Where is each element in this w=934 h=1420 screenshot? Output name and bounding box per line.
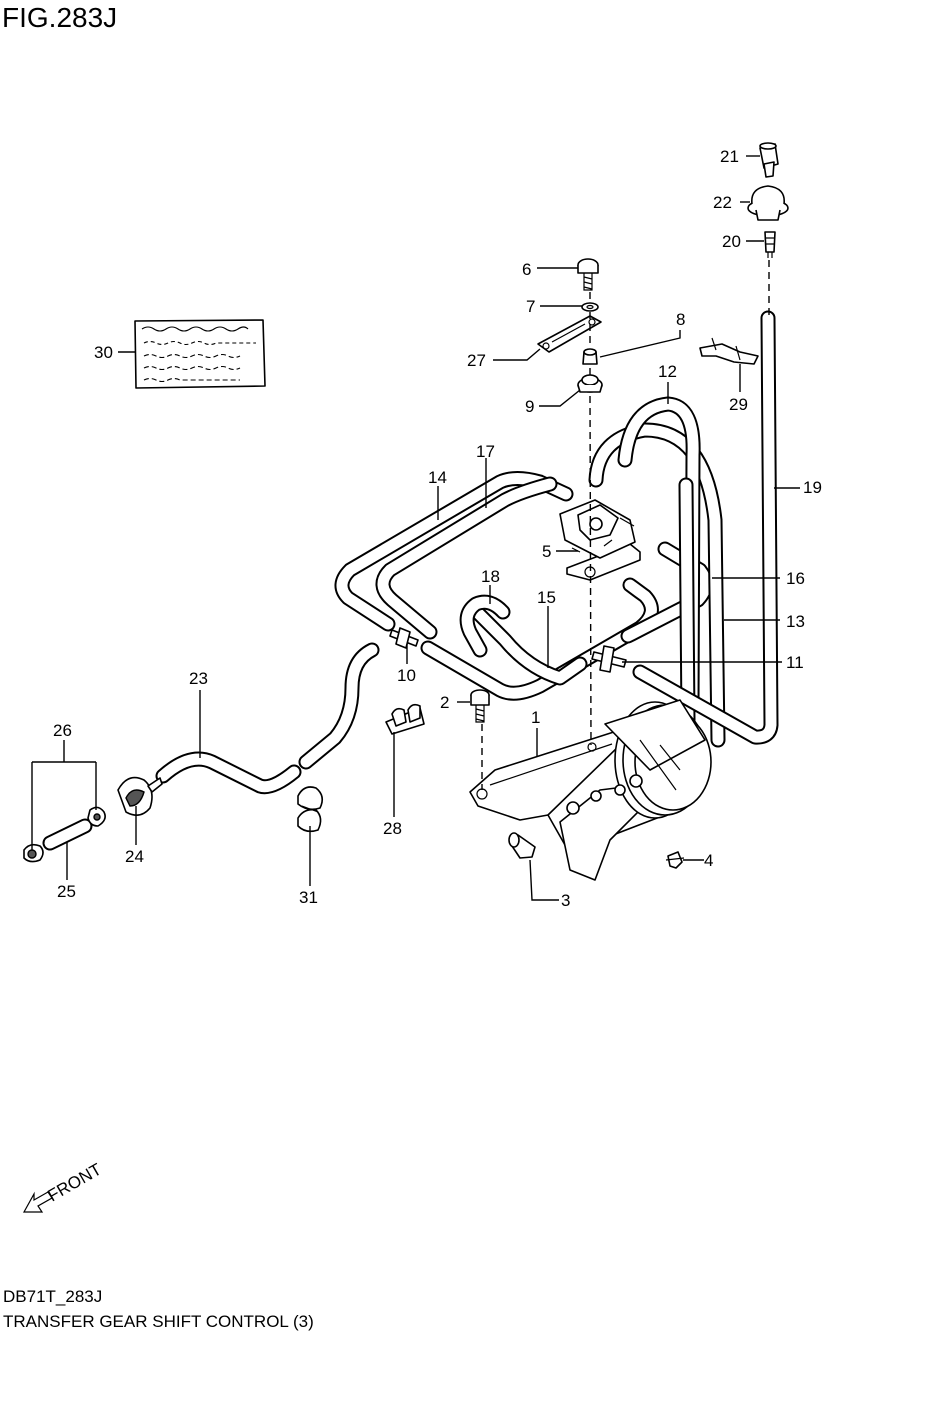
hose-14[interactable] xyxy=(334,471,574,632)
callout-16[interactable]: 16 xyxy=(786,569,805,588)
washer-7[interactable] xyxy=(581,302,599,312)
callout-18[interactable]: 18 xyxy=(481,567,500,586)
collar-8[interactable] xyxy=(582,348,598,365)
leader-lines xyxy=(31,155,800,901)
callout-26[interactable]: 26 xyxy=(53,721,72,740)
clamp-28[interactable] xyxy=(385,703,425,735)
front-indicator: FRONT xyxy=(22,1160,105,1213)
part-20[interactable] xyxy=(764,231,776,258)
callout-30[interactable]: 30 xyxy=(94,343,113,362)
figure-footer: DB71T_283J TRANSFER GEAR SHIFT CONTROL (… xyxy=(3,1284,314,1334)
plug-3[interactable] xyxy=(508,832,536,859)
bolt-6[interactable] xyxy=(577,258,599,291)
hose-23[interactable] xyxy=(155,642,380,795)
joint-11[interactable] xyxy=(591,645,627,673)
grommet-9[interactable] xyxy=(577,374,603,393)
callout-3[interactable]: 3 xyxy=(561,891,570,910)
callout-9[interactable]: 9 xyxy=(525,397,534,416)
hose-17[interactable] xyxy=(375,476,558,640)
part-21[interactable] xyxy=(759,142,779,178)
callout-29[interactable]: 29 xyxy=(729,395,748,414)
hose-19[interactable] xyxy=(632,310,779,745)
clamp-24[interactable] xyxy=(117,776,163,816)
callout-4[interactable]: 4 xyxy=(704,851,713,870)
actuator-1[interactable] xyxy=(469,699,712,881)
callout-15[interactable]: 15 xyxy=(537,588,556,607)
callout-25[interactable]: 25 xyxy=(57,882,76,901)
callout-6[interactable]: 6 xyxy=(522,260,531,279)
callout-23[interactable]: 23 xyxy=(189,669,208,688)
clamp-29[interactable] xyxy=(699,337,759,365)
clamp-31[interactable] xyxy=(297,786,324,833)
callout-10[interactable]: 10 xyxy=(397,666,416,685)
callout-14[interactable]: 14 xyxy=(428,468,447,487)
hose-18[interactable] xyxy=(459,594,511,658)
hose-25[interactable] xyxy=(42,818,93,851)
callout-13[interactable]: 13 xyxy=(786,612,805,631)
callout-7[interactable]: 7 xyxy=(526,297,535,316)
callout-8[interactable]: 8 xyxy=(676,310,685,329)
joint-10[interactable] xyxy=(389,627,419,649)
callout-19[interactable]: 19 xyxy=(803,478,822,497)
callout-1[interactable]: 1 xyxy=(531,708,540,727)
callout-17[interactable]: 17 xyxy=(476,442,495,461)
valve-5[interactable] xyxy=(559,499,641,581)
callout-27[interactable]: 27 xyxy=(467,351,486,370)
plate-27[interactable] xyxy=(537,315,602,353)
clamp-26[interactable] xyxy=(23,806,106,863)
callout-24[interactable]: 24 xyxy=(125,847,144,866)
figure-title: FIG.283J xyxy=(2,2,118,33)
callout-5[interactable]: 5 xyxy=(542,542,551,561)
callout-21[interactable]: 21 xyxy=(720,147,739,166)
callout-11[interactable]: 11 xyxy=(786,653,804,672)
part-22[interactable] xyxy=(747,185,789,221)
callout-12[interactable]: 12 xyxy=(658,362,677,381)
front-label: FRONT xyxy=(45,1160,105,1206)
figure-name: TRANSFER GEAR SHIFT CONTROL (3) xyxy=(3,1312,314,1331)
callout-28[interactable]: 28 xyxy=(383,819,402,838)
alignment-lines xyxy=(481,260,770,790)
label-plate-30[interactable] xyxy=(134,319,266,389)
callout-31[interactable]: 31 xyxy=(299,888,318,907)
bolt-2[interactable] xyxy=(470,689,490,723)
hose-13[interactable] xyxy=(678,477,696,728)
front-arrow-icon xyxy=(22,1191,53,1213)
clip-4[interactable] xyxy=(665,851,685,869)
hose-15[interactable] xyxy=(420,577,659,701)
callout-2[interactable]: 2 xyxy=(440,693,449,712)
callout-labels: 1 2 3 4 5 6 7 8 9 10 11 12 13 14 15 16 1… xyxy=(53,147,822,910)
figure-code: DB71T_283J xyxy=(3,1287,103,1306)
callout-20[interactable]: 20 xyxy=(722,232,741,251)
callout-22[interactable]: 22 xyxy=(713,193,732,212)
